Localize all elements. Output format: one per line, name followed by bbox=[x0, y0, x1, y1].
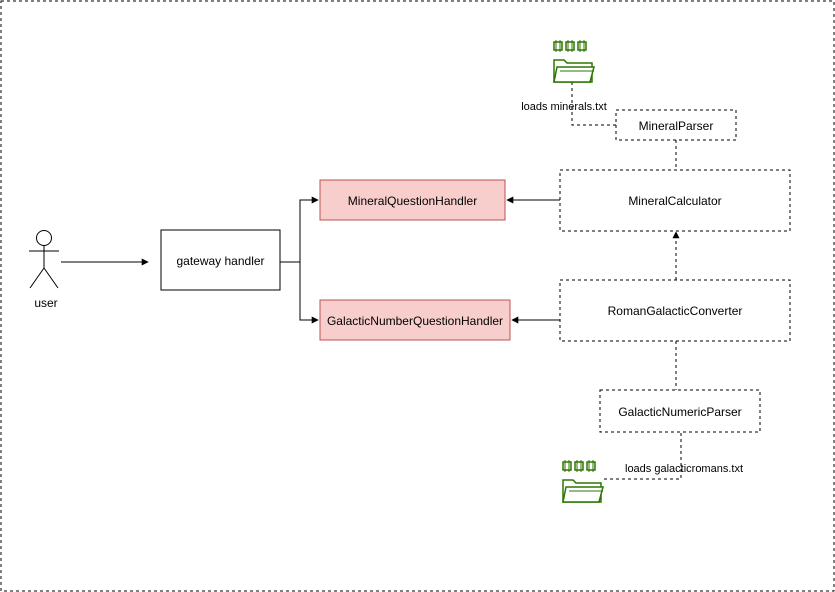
mineral-question-handler-box: MineralQuestionHandler bbox=[319, 179, 506, 221]
edge-galactic-file-to-numeric-parser bbox=[604, 432, 682, 480]
mineral-calculator-box: MineralCalculator bbox=[559, 169, 791, 232]
folder-icon bbox=[553, 39, 595, 83]
galactic-number-question-handler-label: GalacticNumberQuestionHandler bbox=[327, 314, 503, 328]
roman-galactic-converter-box: RomanGalacticConverter bbox=[559, 279, 791, 342]
roman-galactic-converter-label: RomanGalacticConverter bbox=[608, 304, 743, 318]
edge-minerals-file-to-parser bbox=[571, 82, 616, 126]
user-label: user bbox=[34, 296, 57, 310]
mineral-parser-box: MineralParser bbox=[615, 109, 737, 141]
mineral-question-handler-label: MineralQuestionHandler bbox=[348, 194, 477, 208]
gateway-handler-box: gateway handler bbox=[160, 229, 281, 291]
galacticromans-file-label: loads galacticromans.txt bbox=[625, 463, 743, 475]
gateway-handler-label: gateway handler bbox=[176, 254, 264, 268]
user-actor bbox=[29, 230, 59, 289]
galactic-numeric-parser-label: GalacticNumericParser bbox=[618, 405, 741, 419]
galactic-number-question-handler-box: GalacticNumberQuestionHandler bbox=[319, 299, 511, 341]
mineral-parser-label: MineralParser bbox=[639, 119, 714, 133]
edge-gateway-to-galactic-handler bbox=[299, 262, 319, 324]
minerals-file-label: loads minerals.txt bbox=[521, 101, 607, 113]
edge-gateway-to-mineral-handler bbox=[280, 196, 319, 263]
mineral-calculator-label: MineralCalculator bbox=[628, 194, 721, 208]
galactic-numeric-parser-box: GalacticNumericParser bbox=[599, 389, 761, 433]
folder-icon bbox=[562, 459, 604, 503]
